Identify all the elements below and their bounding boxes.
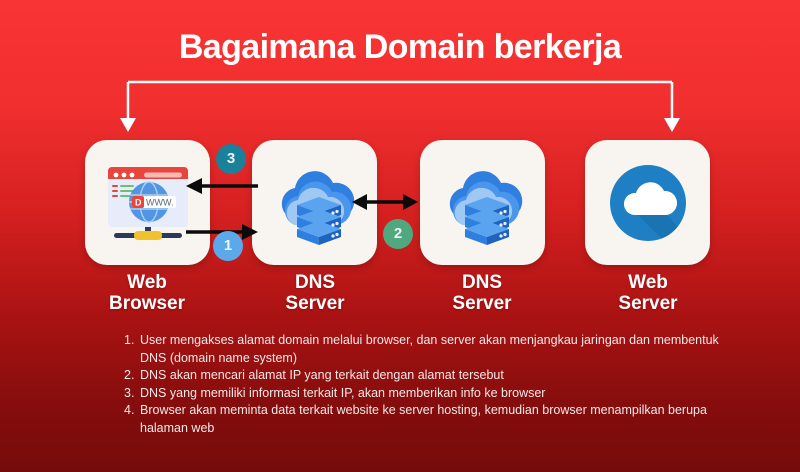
step-text: User mengakses alamat domain melalui bro…	[140, 333, 719, 365]
list-item: 4. Browser akan meminta data terkait web…	[124, 402, 724, 437]
list-item: 2. DNS akan mencari alamat IP yang terka…	[124, 367, 724, 385]
step-text: DNS akan mencari alamat IP yang terkait …	[140, 368, 504, 382]
step-number: 1.	[124, 333, 135, 347]
cloud-server-rack-icon	[449, 170, 522, 245]
step-text: DNS yang memiliki informasi terkait IP, …	[140, 385, 546, 400]
card-label-line2: Server	[285, 293, 345, 314]
card-label-line2: Server	[618, 293, 678, 314]
step-number: 3.	[124, 385, 135, 400]
step-badge-1: 1	[213, 231, 243, 261]
cloud-circle-icon	[609, 164, 686, 241]
card-dns-server-2	[420, 140, 545, 265]
card-label-line1: Web	[127, 272, 167, 293]
card-label-dns-server-2: DNS Server	[402, 272, 562, 314]
card-label-line2: Server	[452, 293, 512, 314]
card-label-line1: DNS	[461, 272, 503, 293]
card-web-browser: D WWW.	[85, 140, 210, 265]
list-item: 1. User mengakses alamat domain melalui …	[124, 332, 724, 367]
card-label-line1: DNS	[294, 272, 336, 293]
card-label-web-browser: Web Browser	[67, 272, 227, 314]
list-item: 3. DNS yang memiliki informasi terkait I…	[124, 385, 724, 403]
page-title: Bagaimana Domain berkerja	[178, 28, 622, 66]
cloud-server-rack-icon	[281, 170, 354, 245]
step-badge-3: 3	[216, 144, 246, 174]
card-label-line2: Browser	[108, 293, 186, 314]
step-text: Browser akan meminta data terkait websit…	[140, 403, 707, 435]
card-web-server	[585, 140, 710, 265]
bracket-connector-icon	[120, 80, 680, 132]
step-number: 4.	[124, 403, 135, 417]
step-number: 2.	[124, 368, 135, 382]
card-label-dns-server-1: DNS Server	[235, 272, 395, 314]
step-badge-2: 2	[383, 219, 413, 249]
card-dns-server-1	[252, 140, 377, 265]
web-browser-window-icon: D WWW.	[107, 166, 188, 240]
browser-address-text: WWW.	[146, 197, 174, 207]
card-label-web-server: Web Server	[568, 272, 728, 314]
svg-text:D: D	[135, 197, 142, 207]
card-label-line1: Web	[628, 272, 668, 293]
steps-list: 1. User mengakses alamat domain melalui …	[124, 332, 724, 437]
